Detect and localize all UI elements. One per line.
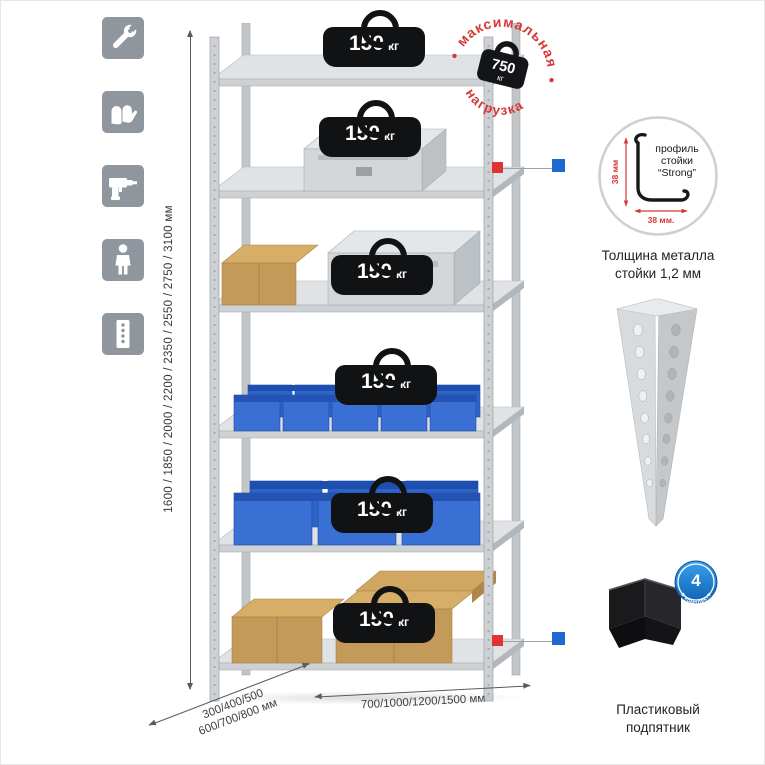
marker-blue-bottom <box>552 632 565 645</box>
profile-dimension-arrows <box>623 137 688 214</box>
stamp-value: 750 <box>490 56 517 77</box>
stamp-weight-icon: 750 кг <box>477 41 529 89</box>
svg-text:нагрузка: нагрузка <box>459 83 529 124</box>
rack-front-posts <box>209 36 494 702</box>
shelf-load-unit: кг <box>396 267 408 281</box>
wrench-icon-glyph <box>112 23 138 49</box>
profile-cross-section-drawing <box>634 132 690 202</box>
shelf-load-value: 150 <box>356 260 393 283</box>
marker-red-bottom <box>492 635 503 646</box>
drill-icon <box>102 165 144 207</box>
shelf-load-value: 150 <box>344 122 381 145</box>
kit-count-value: 4 <box>691 571 701 590</box>
stamp-dot-left <box>452 53 457 59</box>
shelf-load-unit: кг <box>400 377 412 391</box>
gloves-icon-glyph <box>110 104 139 126</box>
profile-caption: Толщина металла стойки 1,2 мм <box>578 247 738 282</box>
shelf-load-badge-1: 150 кг <box>323 10 425 67</box>
upright-post-image <box>616 298 698 527</box>
shelf-load-badge-5: 150 кг <box>331 476 433 533</box>
shelf-load-unit: кг <box>396 505 408 519</box>
svg-text:стойки: стойки <box>661 155 693 167</box>
shelf-load-badge-4: 150 кг <box>335 348 437 405</box>
drill-icon-glyph <box>109 178 137 200</box>
shelf-load-value: 150 <box>348 32 385 55</box>
profile-caption-line1: Толщина металла <box>601 248 715 263</box>
person-icon-glyph <box>115 244 131 275</box>
stamp-dot-right <box>549 77 554 83</box>
max-load-stamp: максимальная нагрузка 750 кг <box>451 9 562 125</box>
profile-label: профиль стойки “Strong” <box>655 143 699 179</box>
perforated-post-icon-glyph <box>116 320 130 348</box>
stamp-unit: кг <box>496 73 504 83</box>
height-dimension-arrow <box>186 30 193 690</box>
profile-dim-vertical: 38 мм <box>610 160 620 184</box>
stamp-text-bottom: нагрузка <box>459 83 529 124</box>
rack-back-posts <box>241 23 521 676</box>
shelf-load-badge-6: 150 кг <box>333 586 435 643</box>
marker-blue-top <box>552 159 565 172</box>
profile-dim-horizontal: 38 мм. <box>648 215 675 225</box>
plastic-foot-image: 4 в комплекте <box>608 560 718 648</box>
shelf-load-badge-3: 150 кг <box>331 238 433 295</box>
profile-callout-circle: 38 мм 38 мм. профиль стойки “Strong” <box>598 116 718 236</box>
profile-caption-line2: стойки 1,2 мм <box>614 265 702 281</box>
connector-line-bottom <box>503 641 555 642</box>
shelf-load-unit: кг <box>384 129 396 143</box>
shelf-load-badge-2: 150 кг <box>319 100 421 157</box>
height-dimension-label: 1600 / 1850 / 2000 / 2200 / 2350 / 2550 … <box>163 205 175 513</box>
perforated-post-icon <box>102 313 144 355</box>
rack-shadow <box>209 691 527 705</box>
kit-count-badge: 4 в комплекте <box>674 560 718 606</box>
foot-caption-line2: подпятник <box>625 719 691 735</box>
shelf-load-value: 150 <box>360 370 397 393</box>
gloves-icon <box>102 91 144 133</box>
shelf-load-value: 150 <box>356 498 393 521</box>
svg-text:профиль: профиль <box>655 143 699 155</box>
plastic-foot-shape <box>608 578 682 648</box>
svg-text:“Strong”: “Strong” <box>658 167 696 179</box>
shelf-load-unit: кг <box>388 39 400 53</box>
foot-caption-line1: Пластиковый <box>616 702 700 717</box>
shelf-load-value: 150 <box>358 608 395 631</box>
marker-red-top <box>492 162 503 173</box>
cardboard-box <box>221 244 319 306</box>
shelf-load-unit: кг <box>398 615 410 629</box>
person-icon <box>102 239 144 281</box>
foot-caption: Пластиковый подпятник <box>588 701 728 736</box>
connector-line-top <box>503 168 555 169</box>
wrench-icon <box>102 17 144 59</box>
